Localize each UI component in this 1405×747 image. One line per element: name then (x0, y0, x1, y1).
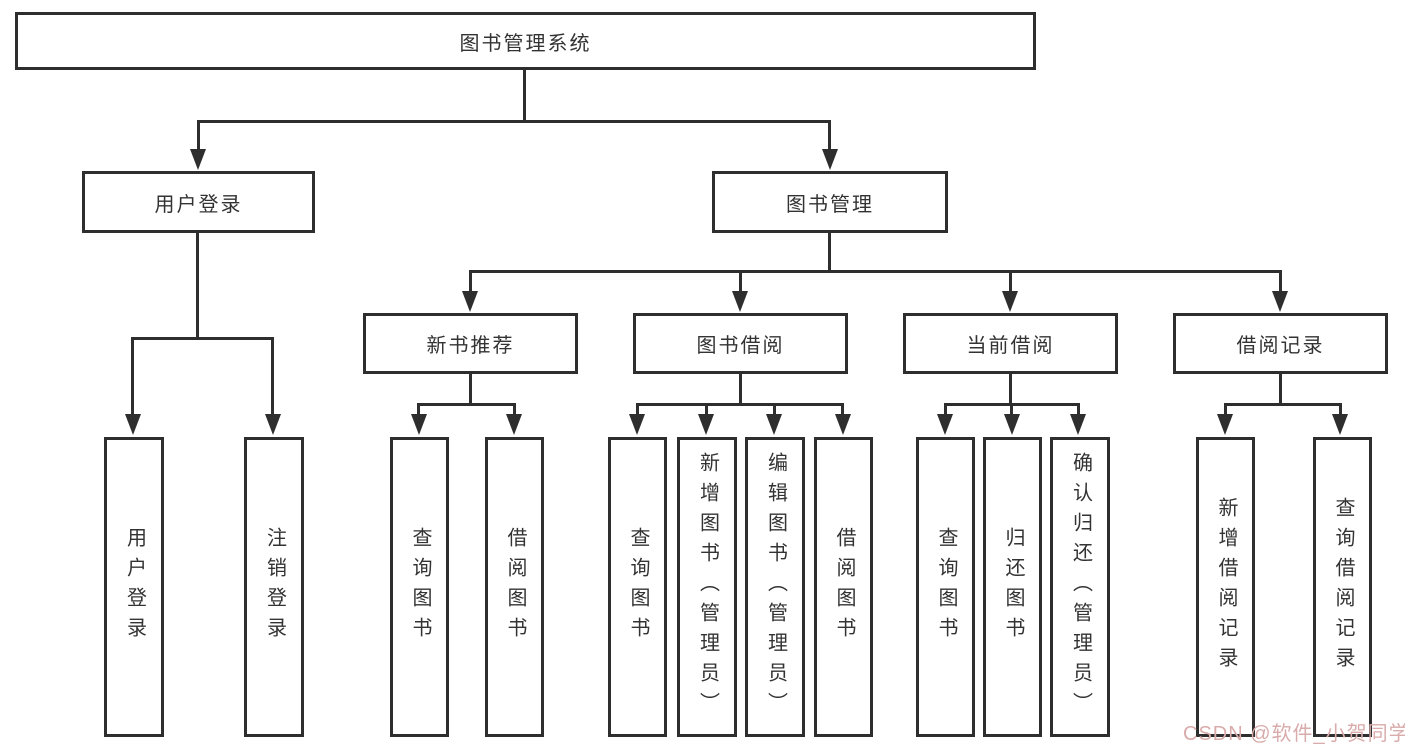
connector-arrow (190, 149, 206, 170)
leaf-add-book-admin-label: 新增图书（管理员） (696, 452, 719, 722)
node-book-management-label: 图书管理 (786, 193, 874, 216)
connector-vline (469, 270, 472, 294)
leaf-query-borrow-record-label: 查询借阅记录 (1332, 497, 1354, 677)
leaf-query-books-1: 查询图书 (390, 437, 449, 737)
connector-vline (417, 403, 420, 417)
connector-vline (196, 233, 199, 340)
connector-hline (131, 337, 274, 340)
leaf-query-books-2-label: 查询图书 (627, 527, 649, 647)
connector-arrow (698, 414, 714, 435)
leaf-add-borrow-record: 新增借阅记录 (1196, 437, 1255, 737)
leaf-add-book-admin: 新增图书（管理员） (677, 437, 737, 737)
leaf-add-borrow-record-label: 新增借阅记录 (1215, 497, 1237, 677)
connector-vline (131, 337, 134, 416)
leaf-borrow-books-2: 借阅图书 (814, 437, 873, 737)
connector-arrow (629, 414, 645, 435)
connector-arrow (1002, 291, 1018, 312)
connector-arrow (462, 291, 478, 312)
connector-vline (636, 403, 639, 417)
connector-arrow (732, 291, 748, 312)
connector-arrow (835, 414, 851, 435)
connector-vline (1279, 270, 1282, 294)
connector-vline (271, 337, 274, 416)
leaf-borrow-books-1: 借阅图书 (485, 437, 544, 737)
node-library-system: 图书管理系统 (15, 12, 1036, 70)
connector-arrow (265, 414, 281, 435)
connector-vline (1224, 403, 1227, 417)
connector-vline (1010, 403, 1013, 417)
node-book-borrowing: 图书借阅 (633, 313, 848, 374)
node-user-login: 用户登录 (82, 171, 315, 233)
leaf-edit-book-admin: 编辑图书（管理员） (745, 437, 805, 737)
leaf-query-borrow-record: 查询借阅记录 (1313, 437, 1372, 737)
connector-vline (773, 403, 776, 417)
leaf-user-login-label: 用户登录 (123, 527, 146, 647)
leaf-return-books: 归还图书 (983, 437, 1042, 737)
connector-vline (841, 403, 844, 417)
connector-arrow (1272, 291, 1288, 312)
connector-arrow (1332, 414, 1348, 435)
csdn-watermark: CSDN @软件_小贺同学 (1183, 723, 1405, 745)
connector-arrow (937, 414, 953, 435)
leaf-query-books-3-label: 查询图书 (935, 527, 957, 647)
connector-vline (944, 403, 947, 417)
node-current-borrowing-label: 当前借阅 (966, 335, 1055, 357)
leaf-confirm-return-admin: 确认归还（管理员） (1050, 437, 1110, 737)
node-current-borrowing: 当前借阅 (903, 313, 1118, 374)
connector-vline (197, 120, 200, 152)
connector-vline (513, 403, 516, 417)
connector-arrow (125, 414, 141, 435)
leaf-query-books-1-label: 查询图书 (409, 527, 431, 647)
connector-vline (739, 270, 742, 294)
node-book-borrowing-label: 图书借阅 (696, 335, 785, 357)
connector-arrow (1070, 414, 1086, 435)
connector-arrow (1004, 414, 1020, 435)
connector-vline (1009, 270, 1012, 294)
connector-arrow (822, 149, 838, 170)
node-book-management: 图书管理 (712, 171, 948, 233)
leaf-confirm-return-admin-label: 确认归还（管理员） (1069, 452, 1092, 722)
node-borrowing-records-label: 借阅记录 (1236, 335, 1325, 357)
node-borrowing-records: 借阅记录 (1173, 313, 1388, 374)
connector-vline (705, 403, 708, 417)
leaf-return-books-label: 归还图书 (1002, 527, 1024, 647)
node-user-login-label: 用户登录 (154, 193, 243, 216)
leaf-user-login: 用户登录 (104, 437, 164, 737)
leaf-query-books-3: 查询图书 (916, 437, 975, 737)
connector-vline (739, 374, 742, 406)
connector-hline (1224, 403, 1342, 406)
connector-hline (197, 120, 831, 123)
connector-hline (469, 270, 1282, 273)
node-new-book-recommend-label: 新书推荐 (426, 335, 515, 357)
connector-hline (636, 403, 844, 406)
connector-vline (1009, 374, 1012, 406)
leaf-logout-label: 注销登录 (263, 527, 286, 647)
node-new-book-recommend: 新书推荐 (363, 313, 578, 374)
connector-arrow (766, 414, 782, 435)
connector-hline (417, 403, 516, 406)
connector-arrow (506, 414, 522, 435)
connector-arrow (411, 414, 427, 435)
connector-vline (828, 120, 831, 152)
connector-vline (828, 233, 831, 273)
connector-vline (523, 70, 526, 122)
leaf-edit-book-admin-label: 编辑图书（管理员） (764, 452, 787, 722)
connector-vline (1339, 403, 1342, 417)
connector-vline (469, 374, 472, 406)
leaf-logout: 注销登录 (244, 437, 304, 737)
connector-vline (1279, 374, 1282, 406)
leaf-borrow-books-2-label: 借阅图书 (833, 527, 855, 647)
node-library-system-label: 图书管理系统 (459, 32, 592, 55)
leaf-borrow-books-1-label: 借阅图书 (504, 527, 526, 647)
leaf-query-books-2: 查询图书 (608, 437, 667, 737)
connector-vline (1077, 403, 1080, 417)
connector-arrow (1217, 414, 1233, 435)
